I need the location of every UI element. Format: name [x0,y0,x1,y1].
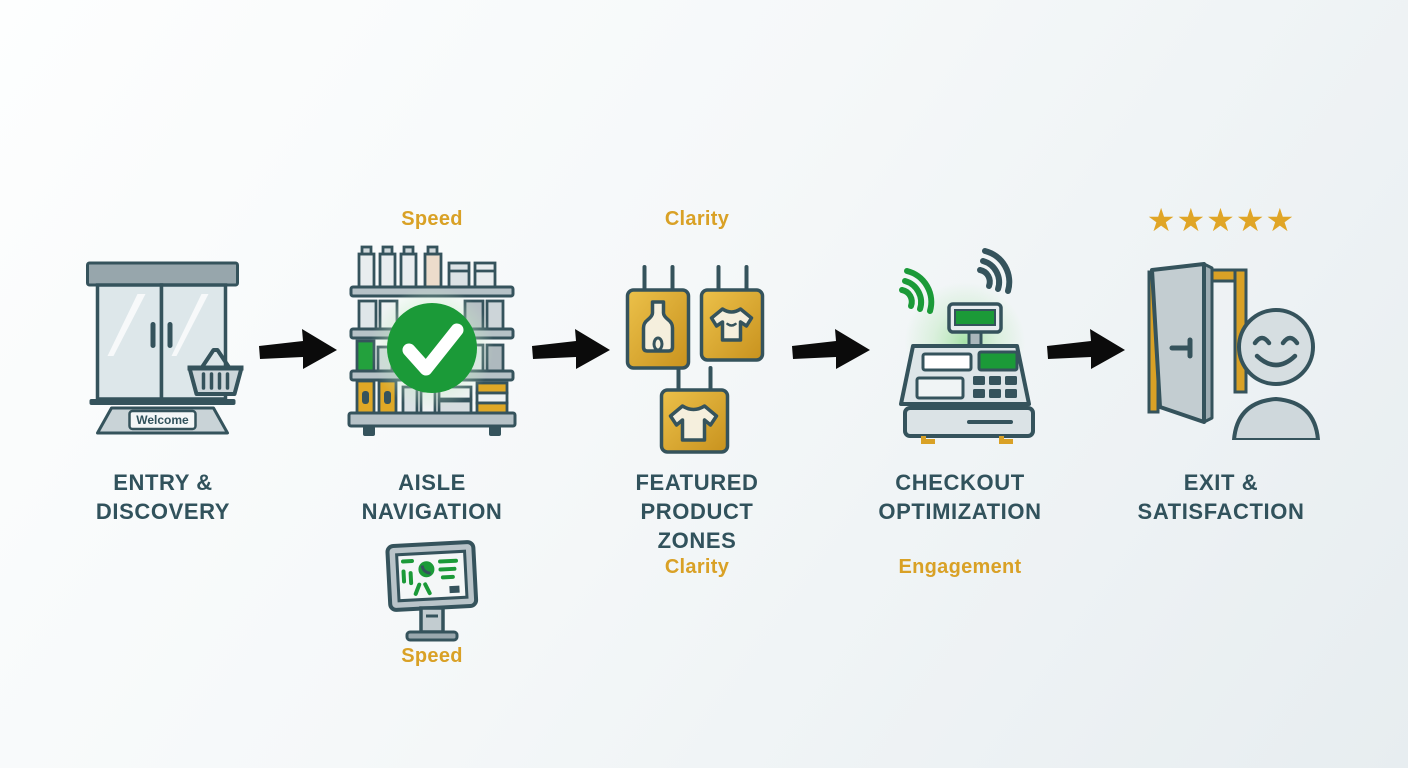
kpi-label-engagement: Engagement [898,556,1022,578]
map-kiosk-icon [385,540,479,642]
stage-checkout-optimization: CHECKOUT OPTIMIZATION Engagement [830,0,1090,768]
flow-arrow-2 [532,329,610,369]
keypad [973,376,1017,398]
gold-foot-left [921,436,935,444]
shelf-checkmark-icon [347,245,517,436]
five-star-rating-icon: ★★★★★ [1146,202,1296,238]
shirt-tag-top [699,288,765,362]
hanging-product-tags-icon [625,265,765,454]
stage-title-checkout-optimization: CHECKOUT OPTIMIZATION [878,470,1042,524]
shopping-basket-icon [187,348,244,396]
kpi-label-speed-bottom: Speed [401,645,463,667]
stage-entry-discovery: Welcome ENTRY & DISCOVERY [33,0,293,768]
kpi-label-clarity-bottom: Clarity [664,556,730,578]
cash-register-icon [899,248,1035,444]
stage-title-featured-product-zones: FEATURED PRODUCT ZONES [635,470,759,553]
stage-aisle-navigation: Speed [302,0,562,768]
signal-waves-dark [977,248,1013,294]
stage-featured-product-zones: Clarity [567,0,827,768]
welcome-mat-icon: Welcome [96,406,229,435]
kpi-label-clarity-top: Clarity [664,208,730,230]
exit-door-customer-icon [1147,262,1320,440]
stage-title-entry-discovery: ENTRY & DISCOVERY [95,470,231,524]
gold-foot-right [999,436,1013,444]
store-map [400,558,459,596]
store-entrance-icon: Welcome [86,261,244,435]
happy-customer [1232,308,1320,440]
checkmark [402,323,464,376]
checkmark-circle [387,303,477,393]
flow-arrow-4 [1047,329,1125,369]
stage-title-exit-satisfaction: EXIT & SATISFACTION [1137,470,1305,524]
welcome-mat-label: Welcome [136,413,189,427]
bottle-tag [625,288,691,370]
signal-waves-green [899,268,935,314]
flow-arrow-3 [792,329,870,369]
kpi-label-speed-top: Speed [401,208,463,230]
open-door [1150,262,1214,424]
stage-exit-satisfaction: ★★★★★ EXIT & SA [1091,0,1351,768]
stage-title-aisle-navigation: AISLE NAVIGATION [361,470,503,524]
shirt-tag-bottom [659,388,730,454]
flow-arrow-1 [259,329,337,369]
